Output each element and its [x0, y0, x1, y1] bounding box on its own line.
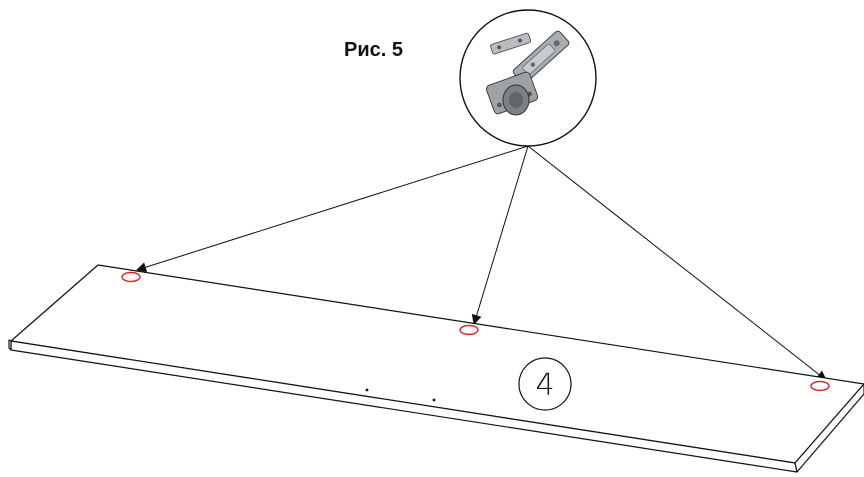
panel-dot-right [432, 398, 436, 402]
arrows [136, 145, 827, 381]
hinge-mark-right [810, 380, 830, 392]
part-number: 4 [535, 368, 554, 403]
hinge-mark-middle [459, 324, 479, 336]
panel-dot-left [365, 388, 369, 392]
hinge-marks [121, 271, 830, 392]
arrow-right [527, 145, 827, 381]
figure-label: Рис. 5 [344, 39, 403, 61]
panel-board [8, 264, 864, 473]
hinge-callout [459, 9, 597, 147]
arrow-middle [471, 145, 529, 325]
hinge-mark-left [121, 271, 141, 283]
part-number-badge: 4 [518, 357, 572, 411]
cabinet-hinge-icon [485, 30, 570, 116]
arrow-left [136, 145, 529, 273]
